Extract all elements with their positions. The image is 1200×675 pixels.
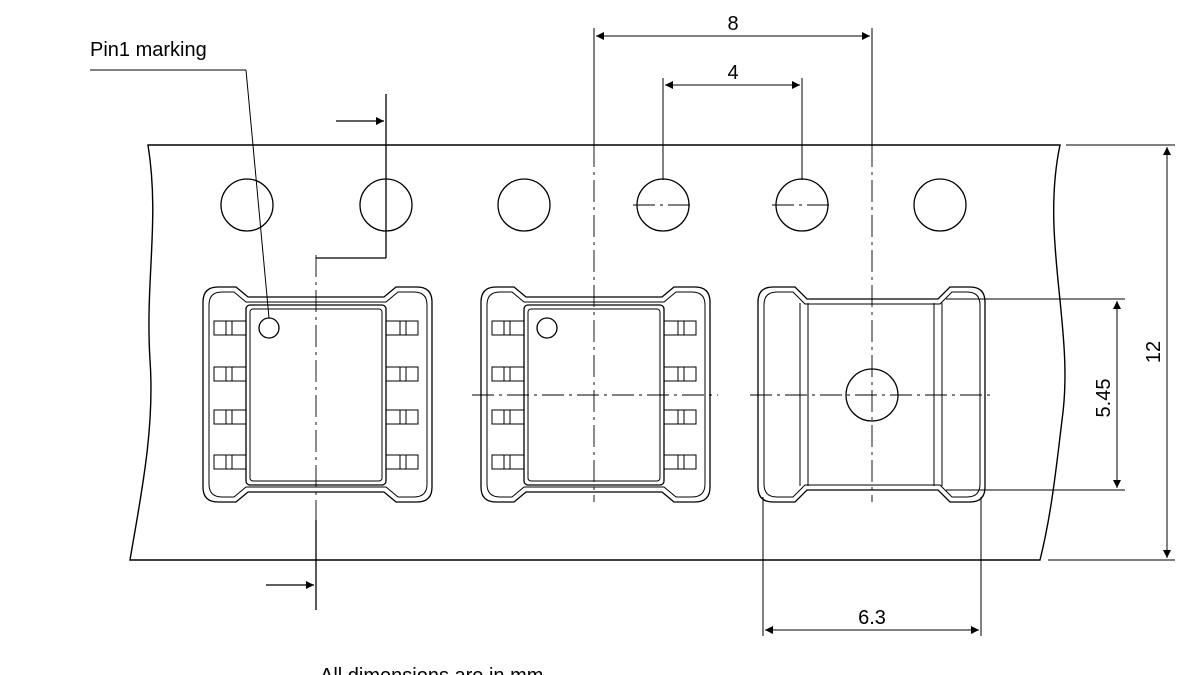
section-line [266, 94, 387, 610]
empty-pocket [757, 286, 986, 503]
centerlines [315, 145, 995, 520]
pin1-marking-label: Pin1 marking [90, 39, 207, 61]
carrier-tape [129, 144, 1066, 561]
svg-text:12: 12 [1143, 341, 1165, 363]
pin1-leader: Pin1 marking [90, 39, 270, 319]
sprocket-hole [913, 178, 967, 232]
svg-text:5.45: 5.45 [1093, 379, 1115, 418]
sprocket-hole [497, 178, 551, 232]
sprocket-hole [220, 178, 274, 232]
svg-text:4: 4 [727, 62, 738, 84]
dimension-6-3: 6.3 [762, 497, 982, 636]
footnote-text: All dimensions are in mm [320, 665, 543, 675]
pin1-dot [536, 317, 558, 339]
svg-text:6.3: 6.3 [858, 607, 886, 629]
dimension-5-45: 5.45 [946, 298, 1125, 491]
dimension-8: 8 [593, 13, 873, 145]
dimension-12: 12 [1048, 144, 1175, 561]
svg-text:8: 8 [727, 13, 738, 35]
dimension-4: 4 [662, 62, 803, 180]
